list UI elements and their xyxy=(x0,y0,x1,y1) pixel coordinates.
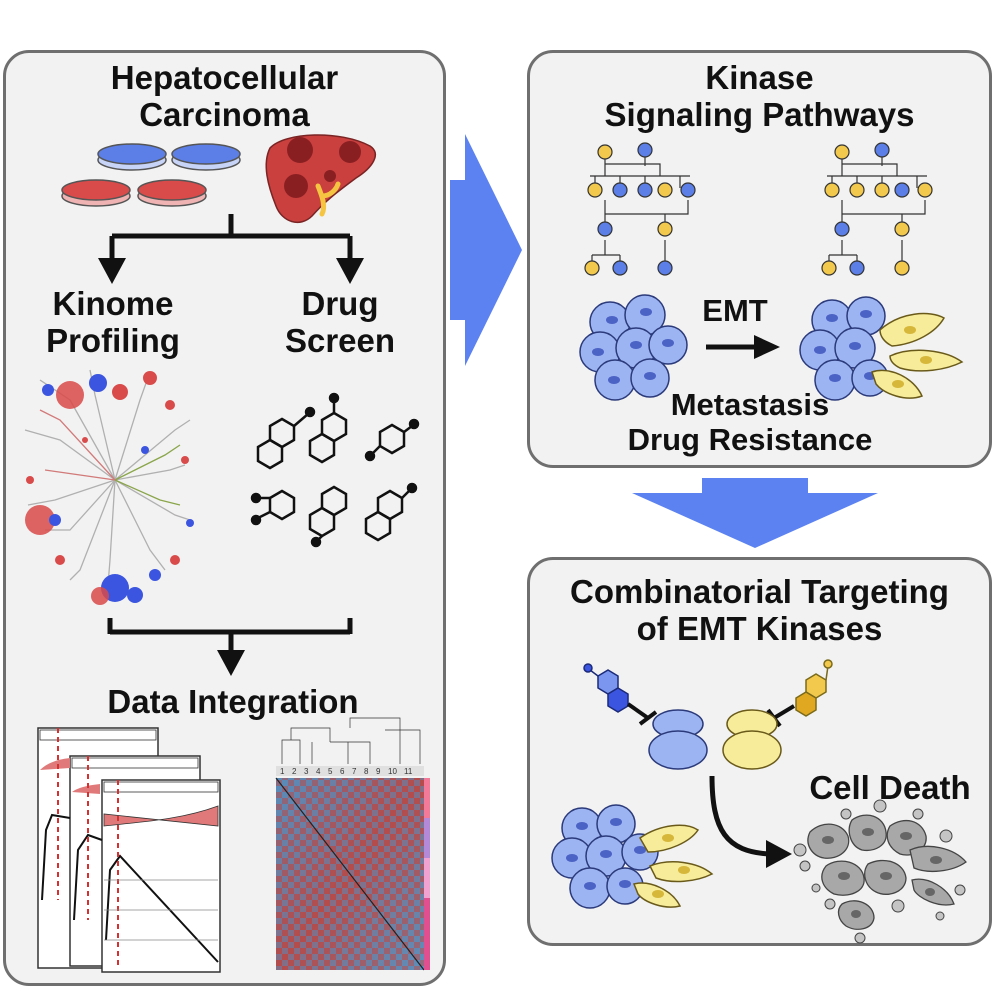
hcc-title: Hepatocellular Carcinoma xyxy=(3,59,446,134)
kinase-title: Kinase Signaling Pathways xyxy=(527,59,992,134)
cell-death-label: Cell Death xyxy=(809,769,971,806)
cluster-number-5: 5 xyxy=(328,767,333,776)
cluster-number-10: 10 xyxy=(388,767,397,776)
combinatorial-title: Combinatorial Targeting of EMT Kinases xyxy=(527,573,992,648)
metastasis-line2: Drug Resistance xyxy=(627,421,873,457)
kinome-label-line2: Profiling xyxy=(46,321,180,359)
cluster-number-1: 1 xyxy=(280,767,285,776)
cluster-number-2: 2 xyxy=(292,767,297,776)
kinome-profiling-label: Kinome Profiling xyxy=(18,285,208,360)
drug-label-line1: Drug xyxy=(301,285,379,322)
cluster-number-9: 9 xyxy=(376,767,381,776)
cluster-number-8: 8 xyxy=(364,767,369,776)
kinase-title-line2: Signaling Pathways xyxy=(604,95,915,133)
kinome-label-line1: Kinome xyxy=(52,285,174,322)
cluster-number-7: 7 xyxy=(352,767,357,776)
emt-label: EMT xyxy=(702,293,768,328)
hcc-title-line2: Carcinoma xyxy=(139,95,310,133)
drug-label-line2: Screen xyxy=(284,321,396,359)
combinatorial-title-line2: of EMT Kinases xyxy=(636,609,883,647)
hcc-title-line1: Hepatocellular xyxy=(110,59,339,96)
drug-screen-label: Drug Screen xyxy=(255,285,425,360)
metastasis-label: Metastasis Drug Resistance xyxy=(600,387,900,457)
combinatorial-title-line1: Combinatorial Targeting xyxy=(570,573,949,610)
cluster-number-11: 11 xyxy=(404,767,413,776)
kinase-title-line1: Kinase xyxy=(705,59,814,96)
cluster-number-3: 3 xyxy=(304,767,309,776)
data-integration-label: Data Integration xyxy=(107,683,359,720)
metastasis-line1: Metastasis xyxy=(670,387,830,422)
cluster-number-6: 6 xyxy=(340,767,345,776)
cluster-number-4: 4 xyxy=(316,767,321,776)
